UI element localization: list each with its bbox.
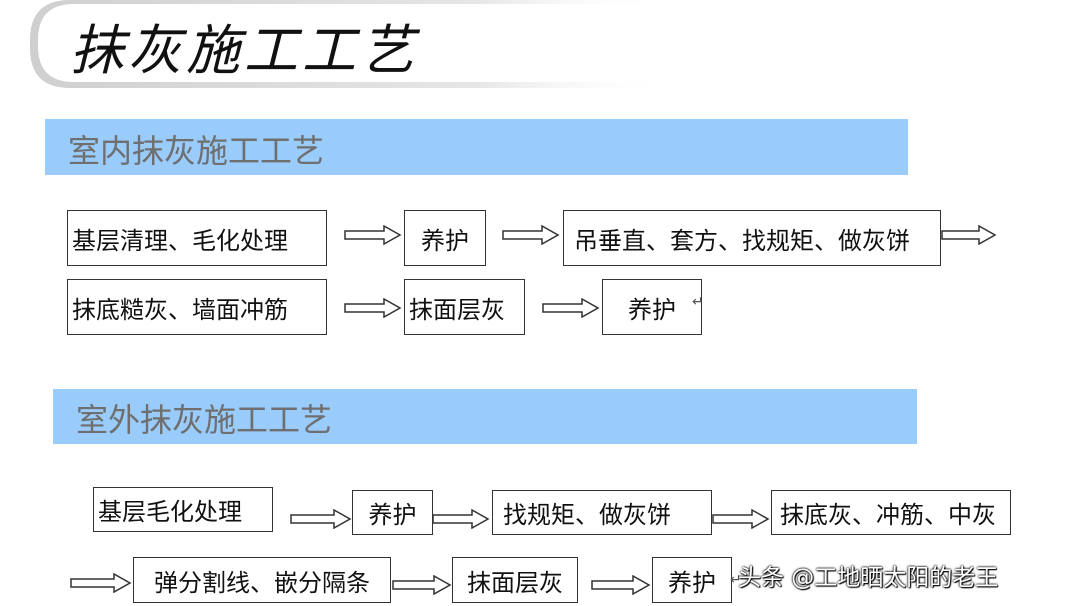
return-mark-icon: ↵ <box>730 572 742 588</box>
arrow-icon <box>502 225 560 245</box>
outdoor-section-bar <box>53 389 917 444</box>
arrow-icon <box>344 298 402 318</box>
arrow-icon <box>432 509 490 529</box>
outdoor-step-5: 弹分割线、嵌分隔条 <box>133 557 391 603</box>
outdoor-step-1: 基层毛化处理 <box>93 487 273 532</box>
arrow-icon <box>712 509 770 529</box>
outdoor-step-6: 抹面层灰 <box>452 557 578 603</box>
outdoor-section-label: 室外抹灰施工工艺 <box>76 401 333 439</box>
indoor-step-1: 基层清理、毛化处理 <box>67 210 327 266</box>
indoor-step-3: 吊垂直、套方、找规矩、做灰饼 <box>563 210 941 266</box>
indoor-step-2: 养护 <box>404 210 486 266</box>
watermark: 头条 @工地晒太阳的老王 <box>738 565 999 591</box>
indoor-section-bar <box>45 119 908 175</box>
title-tab-shape <box>30 0 670 88</box>
indoor-step-5: 抹面层灰 <box>404 279 525 335</box>
arrow-icon <box>941 225 997 245</box>
outdoor-step-7: 养护 <box>652 557 732 603</box>
arrow-icon <box>542 298 600 318</box>
arrow-icon <box>70 573 132 593</box>
outdoor-step-4: 抹底灰、冲筋、中灰 <box>771 490 1011 535</box>
arrow-icon <box>392 575 452 595</box>
indoor-step-4: 抹底糙灰、墙面冲筋 <box>67 279 327 335</box>
outdoor-step-2: 养护 <box>352 490 433 535</box>
indoor-section-label: 室内抹灰施工工艺 <box>68 132 325 170</box>
arrow-icon <box>344 225 402 245</box>
arrow-icon <box>591 575 651 595</box>
page-title: 抹灰施工工艺 <box>70 19 418 82</box>
outdoor-step-3: 找规矩、做灰饼 <box>492 490 712 535</box>
arrow-icon <box>290 509 352 529</box>
indoor-step-6: 养护 <box>602 279 702 335</box>
return-mark-icon: ↵ <box>692 294 704 310</box>
